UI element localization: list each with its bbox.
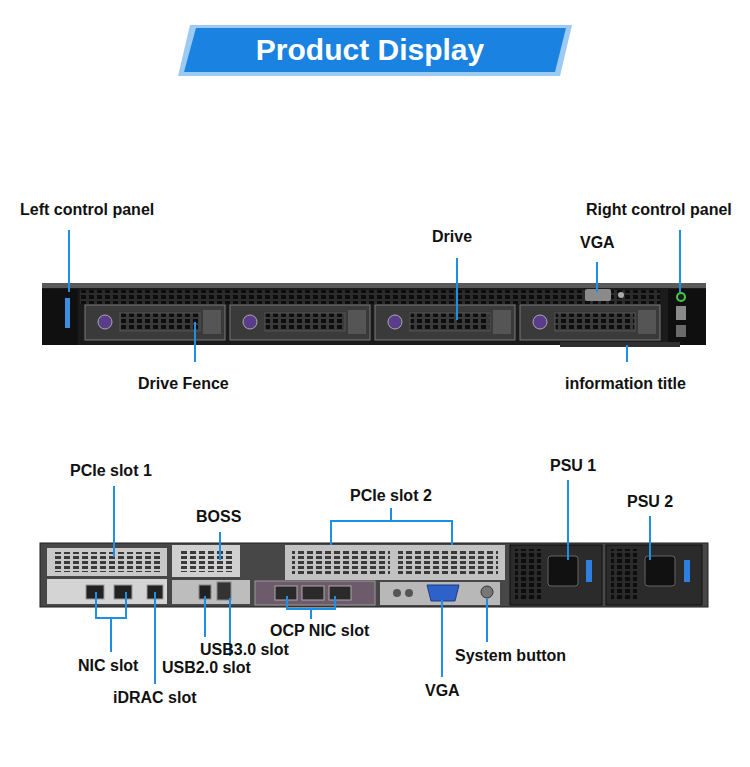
part-label: BOSS [196, 508, 241, 526]
drive-tag [493, 310, 511, 334]
part-label: USB2.0 slot [162, 659, 251, 677]
leader-line [194, 322, 196, 362]
front-indicator [618, 292, 624, 298]
page-title: Product Display [256, 33, 484, 67]
right-ear [668, 289, 706, 345]
leader-lines [69, 230, 680, 684]
leader-line [567, 480, 569, 560]
leader-line [679, 230, 681, 292]
bracket [287, 596, 335, 619]
leader-line [219, 532, 221, 560]
control-strip [65, 298, 70, 328]
power-button [677, 293, 685, 301]
pcie-vent [292, 550, 390, 575]
drive-latch [243, 315, 257, 329]
leader-line [68, 230, 70, 292]
drive-carrier [85, 305, 225, 340]
rear-chassis [40, 543, 708, 607]
part-label: USB3.0 slot [200, 641, 289, 659]
boss-vent [178, 550, 234, 572]
leader-line [441, 600, 443, 677]
bracket [96, 592, 126, 652]
leader-line [626, 345, 628, 362]
left-ear [42, 289, 78, 345]
part-label: iDRAC slot [113, 689, 197, 707]
vent-strip [80, 290, 660, 304]
drive-grille [555, 313, 635, 331]
pcie-riser [285, 545, 505, 580]
leader-line [154, 592, 156, 684]
drive-latch [533, 315, 547, 329]
front-usb [676, 306, 686, 320]
part-label: VGA [580, 234, 615, 252]
leader-line [596, 262, 598, 292]
drive-latch [98, 315, 112, 329]
part-label: information title [565, 375, 686, 393]
io-panel [172, 580, 250, 604]
rear-panel [380, 582, 500, 605]
part-label: Drive [432, 228, 472, 246]
pcie-vent [52, 552, 162, 572]
chassis-edge [42, 283, 706, 288]
leader-line [456, 258, 458, 320]
part-label: Left control panel [20, 201, 154, 219]
drive-grille [410, 313, 490, 331]
part-label: Drive Fence [138, 375, 229, 393]
drive-latch [388, 315, 402, 329]
leader-line [204, 596, 206, 637]
ocp-port [329, 586, 351, 600]
psu-latch [684, 560, 690, 582]
drive-carrier [520, 305, 660, 340]
lom-panel [47, 579, 167, 604]
leader-line [113, 486, 115, 557]
psu-vent [611, 549, 637, 601]
part-label: PSU 2 [627, 493, 673, 511]
front-usb [676, 325, 686, 337]
rear-server [40, 543, 708, 607]
vent-holes [80, 290, 660, 304]
psu-latch [586, 560, 592, 582]
leader-line [649, 516, 651, 560]
usb2-port [217, 582, 231, 600]
drive-carrier [230, 305, 370, 340]
psu-unit [510, 545, 602, 605]
rear-led [393, 589, 401, 597]
part-label: OCP NIC slot [270, 622, 369, 640]
ocp-card [255, 581, 375, 605]
ocp-port [302, 586, 324, 600]
power-socket [548, 556, 578, 586]
leader-line [486, 599, 488, 642]
part-label: PCIe slot 1 [70, 462, 152, 480]
nic-port [114, 585, 132, 599]
drive-tag [638, 310, 656, 334]
power-socket [645, 556, 675, 586]
part-label: System button [455, 647, 566, 665]
front-chassis [42, 283, 706, 345]
part-label: Right control panel [586, 201, 732, 219]
banner-shadow [178, 25, 572, 76]
drive-tag [203, 310, 221, 334]
boss-bay [172, 545, 240, 577]
drive-grille [120, 313, 200, 331]
psu-unit [606, 545, 702, 605]
psu-vent [515, 549, 541, 601]
drive-tag [348, 310, 366, 334]
vga-port [427, 585, 459, 601]
system-button [481, 586, 493, 598]
part-label: PCIe slot 2 [350, 487, 432, 505]
part-label: PSU 1 [550, 457, 596, 475]
drive-grille [265, 313, 345, 331]
part-label: NIC slot [78, 657, 138, 675]
front-server [42, 283, 706, 347]
title-banner [184, 28, 566, 72]
info-tag [560, 342, 680, 347]
pcie-bracket [47, 548, 167, 576]
part-label: VGA [425, 682, 460, 700]
bracket [331, 508, 452, 545]
rear-led [405, 589, 413, 597]
pcie-vent [398, 550, 498, 575]
drive-carrier [375, 305, 515, 340]
